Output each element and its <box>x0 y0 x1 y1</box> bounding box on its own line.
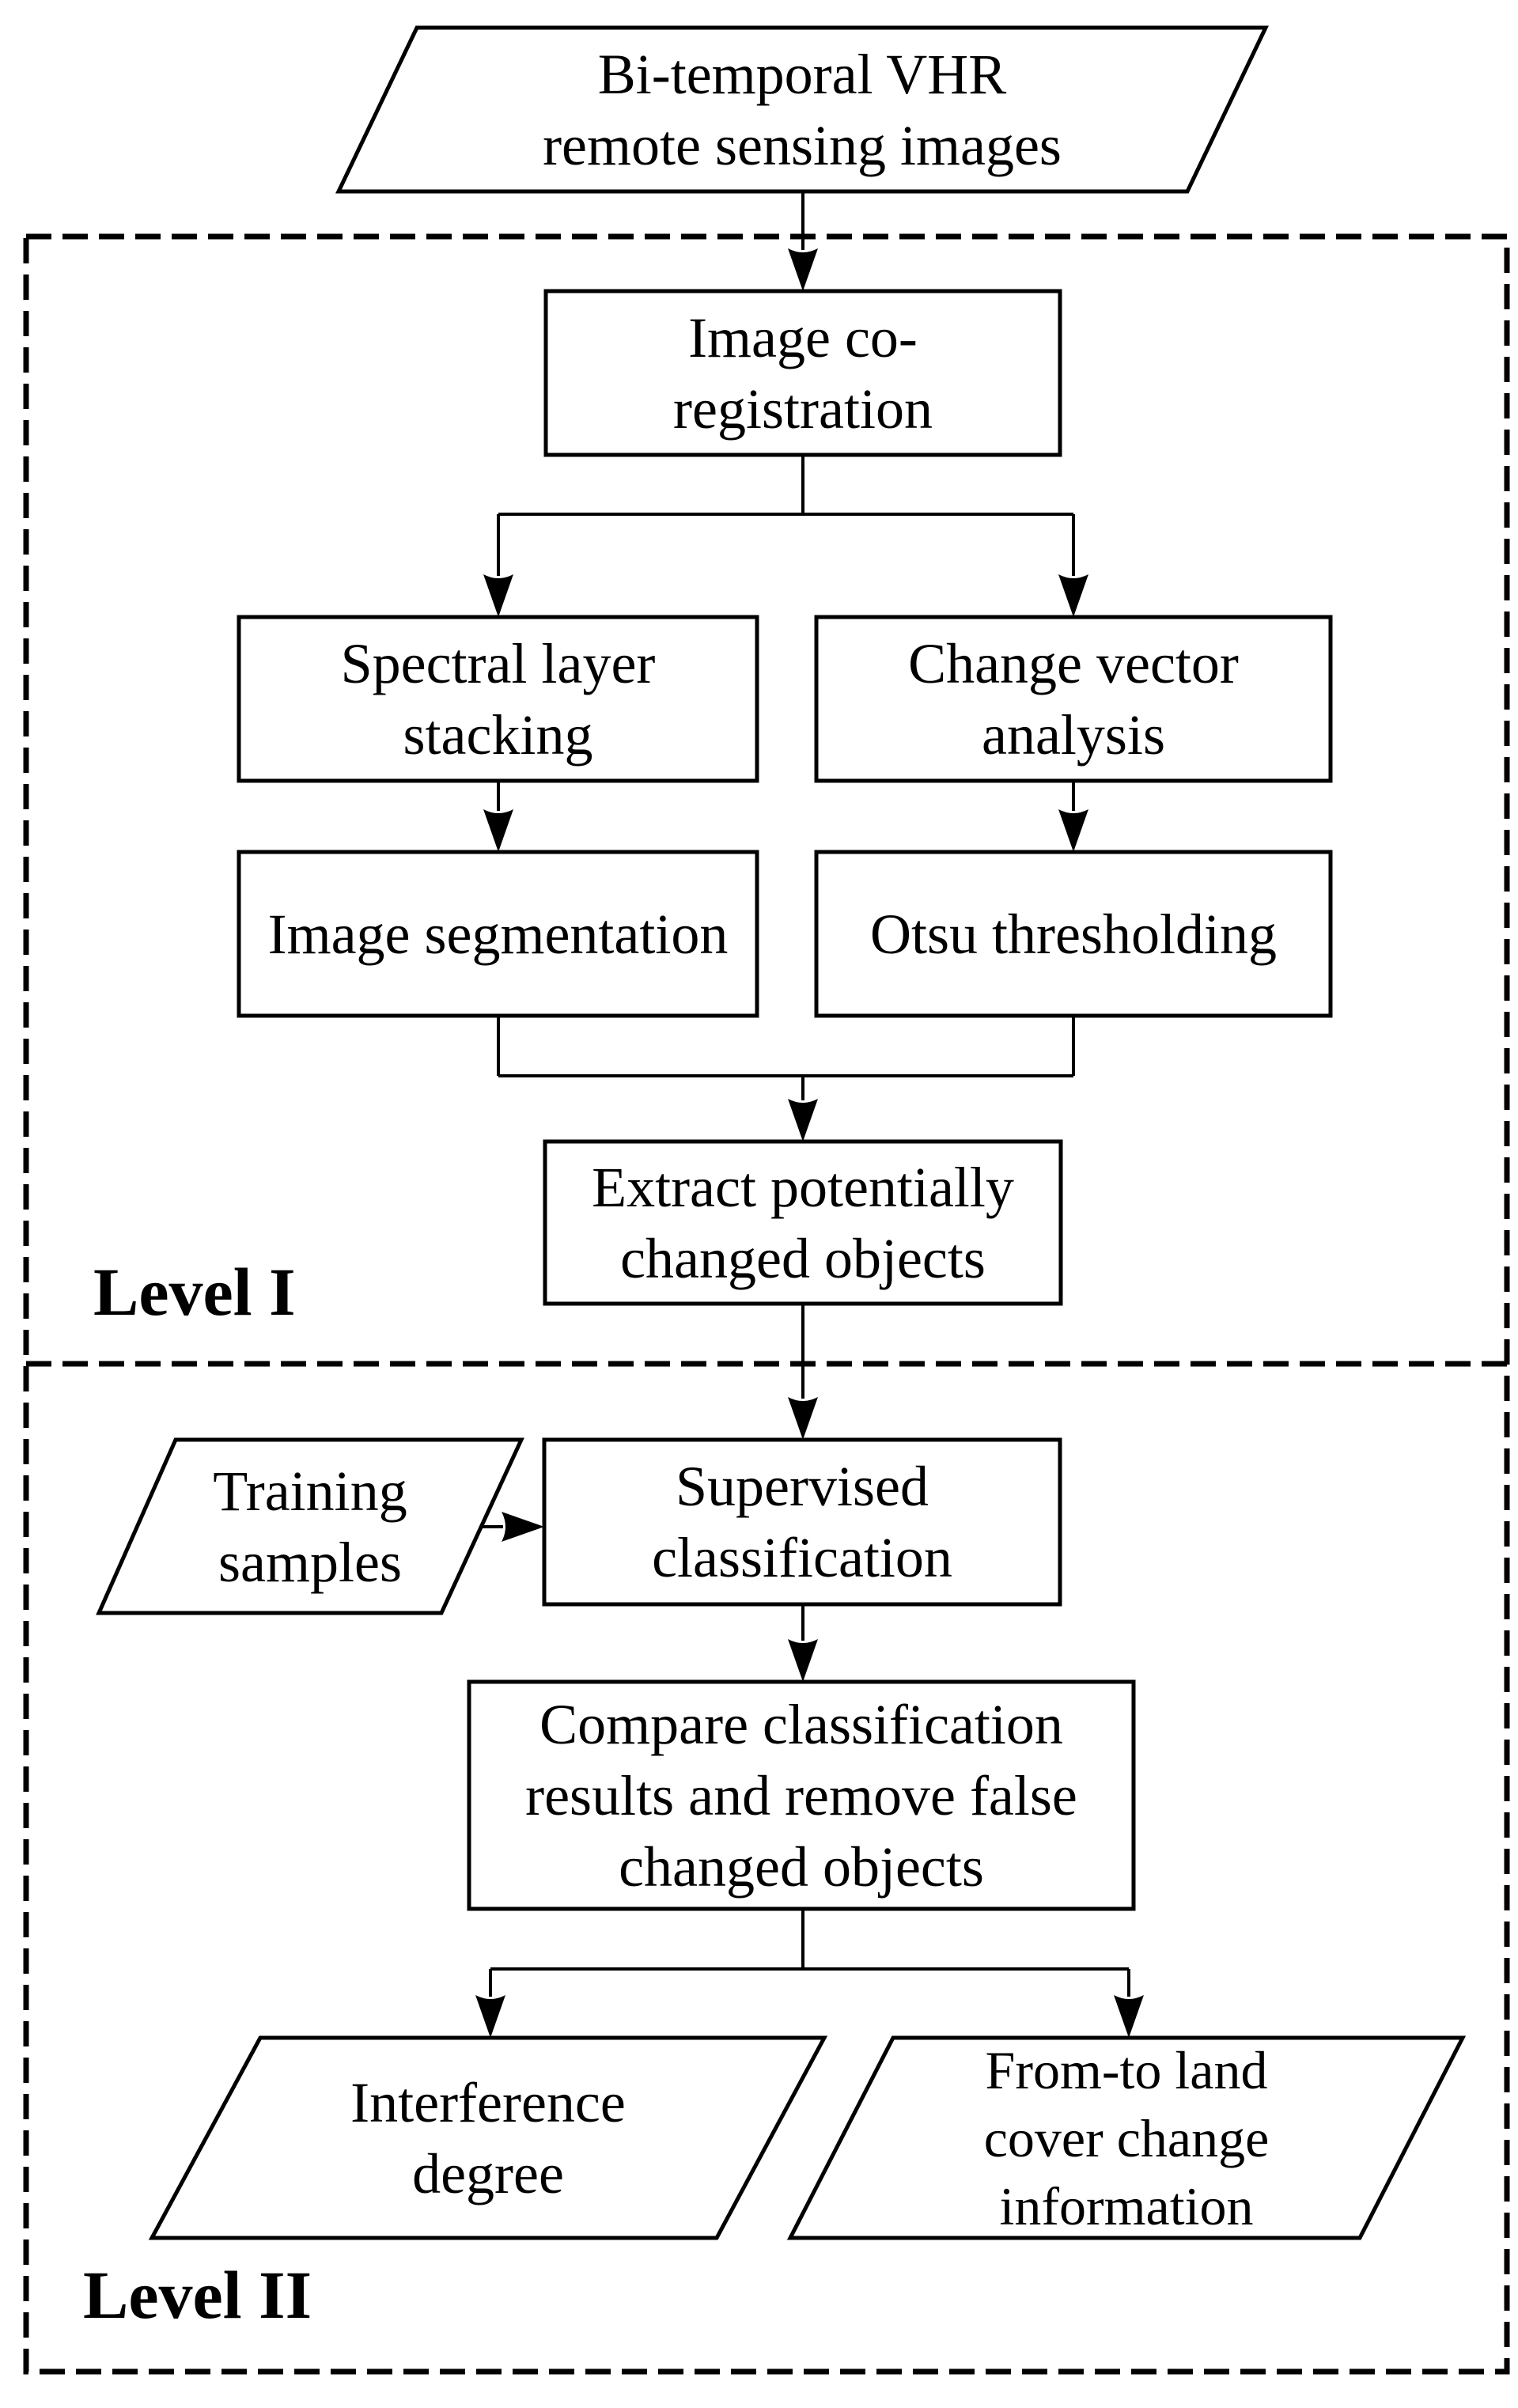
arrowhead-right-into-supervised <box>502 1512 544 1542</box>
interference-parallelogram <box>148 2035 828 2240</box>
arrowhead-down-into-segmentation <box>483 809 513 852</box>
connector-merge-to-extract <box>497 1016 1075 1100</box>
arrowhead-down-into-interference <box>475 1995 505 2038</box>
arrowhead-down-into-extract <box>788 1099 818 1142</box>
coreg-box <box>543 289 1062 457</box>
training-parallelogram <box>96 1437 524 1615</box>
levels-dashed-boundary <box>23 233 1510 2375</box>
arrowhead-down-into-supervised <box>788 1397 818 1440</box>
supervised-box <box>542 1437 1062 1607</box>
cva-box <box>814 615 1333 783</box>
spectral-box <box>237 615 759 783</box>
arrowhead-down-into-cva <box>1058 574 1088 617</box>
arrowhead-down-into-otsu <box>1058 809 1088 852</box>
arrowhead-down-into-fromto <box>1114 1995 1144 2038</box>
connector-coreg-split <box>497 455 1075 576</box>
arrowhead-down-into-spectral <box>483 574 513 617</box>
segmentation-box <box>237 850 759 1018</box>
fromto-parallelogram <box>786 2035 1467 2240</box>
connector-compare-split <box>489 1909 1130 1997</box>
extract-box <box>543 1139 1063 1306</box>
compare-box <box>467 1679 1136 1911</box>
bitemporal-parallelogram <box>335 25 1269 194</box>
arrowhead-down-into-coreg <box>788 248 818 291</box>
otsu-box <box>814 850 1333 1018</box>
arrowhead-down-into-compare <box>788 1639 818 1682</box>
